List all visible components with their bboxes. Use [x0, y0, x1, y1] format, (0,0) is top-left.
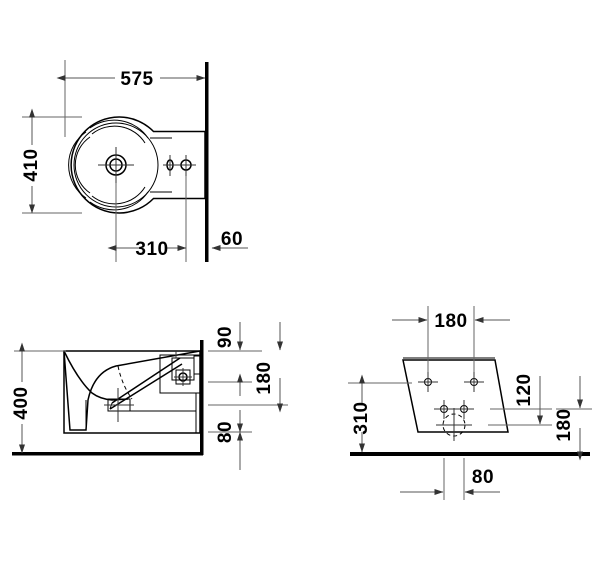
plan-60-label: 60 — [221, 229, 243, 250]
rear-view-group: 180 310 120 180 80 — [348, 306, 592, 500]
plan-310-label: 310 — [135, 239, 168, 260]
side-floor-line — [12, 452, 203, 456]
side-wall-line — [200, 340, 204, 455]
plan-rim-arc-left-2 — [74, 136, 91, 194]
rear-310-label: 310 — [351, 401, 372, 434]
rear-floor-line — [350, 452, 590, 456]
side-bowl-flare — [63, 350, 201, 431]
rear-120-label: 120 — [514, 373, 535, 406]
side-bowl-hidden-curve — [117, 365, 133, 400]
plan-view-group: 575 410 310 60 — [21, 60, 248, 262]
side-wall-bracket — [193, 355, 201, 375]
side-body-outline — [63, 350, 201, 434]
plan-rim-arc-upper-1 — [89, 119, 149, 139]
rear-body-outline — [402, 359, 509, 433]
side-90-label: 90 — [215, 326, 236, 348]
plan-rim-arc-lower-2 — [91, 186, 146, 205]
rear-180-right-label: 180 — [554, 408, 575, 441]
plan-wall-line — [205, 62, 209, 262]
side-view-group: 400 90 180 80 — [11, 322, 288, 470]
side-400-label: 400 — [11, 386, 32, 419]
side-180-label: 180 — [254, 361, 275, 394]
rear-180-top-label: 180 — [434, 311, 467, 332]
side-flush-channel-upper — [111, 357, 181, 404]
plan-575-label: 575 — [120, 69, 153, 90]
plan-410-label: 410 — [21, 148, 42, 181]
plan-bowl-outline — [70, 116, 206, 214]
plan-rim-arc-left-1 — [68, 131, 87, 199]
side-flush-channel-cap — [109, 402, 113, 410]
side-flush-channel-lower — [109, 363, 183, 410]
rear-80-label: 80 — [472, 467, 494, 488]
plan-rim-arc-lower-1 — [89, 191, 149, 211]
side-80-label: 80 — [215, 421, 236, 443]
plan-rim-arc-upper-2 — [91, 125, 146, 144]
